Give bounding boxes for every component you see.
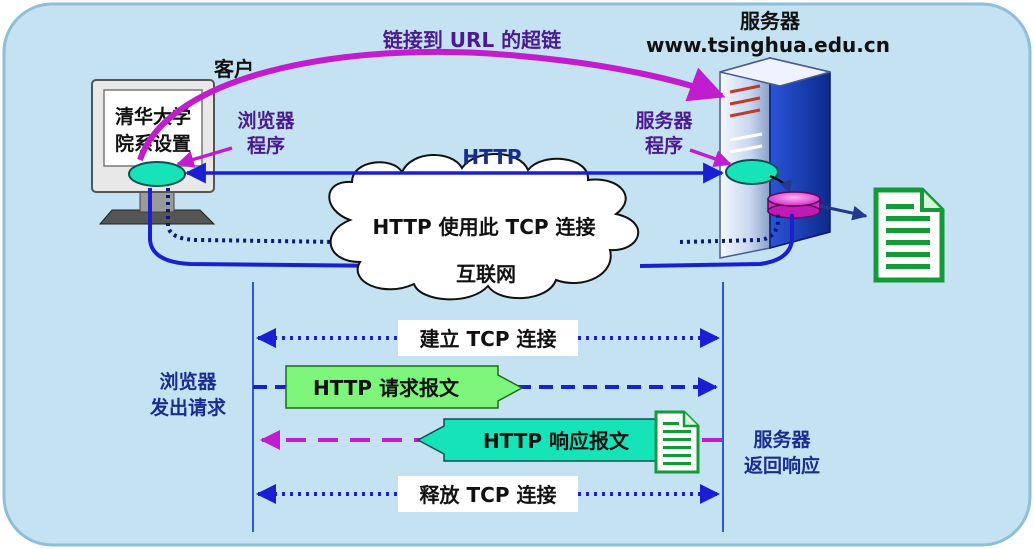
http-label: HTTP bbox=[462, 145, 521, 169]
disk-icon bbox=[767, 191, 821, 219]
release-tcp-label: 释放 TCP 连接 bbox=[420, 483, 557, 507]
disk-to-document-arrow bbox=[819, 204, 868, 221]
hyperlink-arrow bbox=[137, 48, 726, 161]
http-response-label: HTTP 响应报文 bbox=[483, 429, 630, 453]
tcp-connection-line-right bbox=[679, 212, 780, 244]
release-tcp-box bbox=[398, 476, 578, 512]
server-tower-icon bbox=[719, 57, 831, 259]
screen-title-line2: 院系设置 bbox=[115, 132, 191, 155]
server-title: 服务器 bbox=[740, 9, 801, 33]
hyperlink-label: 链接到 URL 的超链 bbox=[383, 28, 562, 52]
server-program-line1: 服务器 bbox=[635, 109, 693, 132]
server-returns-line1: 服务器 bbox=[753, 428, 811, 451]
establish-tcp-label: 建立 TCP 连接 bbox=[420, 327, 557, 351]
server-program-pointer bbox=[689, 148, 732, 168]
internet-label: 互联网 bbox=[456, 262, 516, 286]
http-request-message bbox=[285, 365, 524, 409]
browser-sends-line1: 浏览器 bbox=[159, 370, 217, 393]
browser-program-pointer bbox=[176, 146, 233, 168]
browser-sends-line2: 发出请求 bbox=[149, 396, 227, 419]
server-url: www.tsinghua.edu.cn bbox=[646, 33, 890, 57]
process-to-disk-arrow bbox=[769, 174, 792, 194]
document-icon bbox=[873, 187, 945, 283]
browser-process-node bbox=[128, 161, 186, 187]
server-returns-line2: 返回响应 bbox=[744, 454, 820, 477]
http-request-label: HTTP 请求报文 bbox=[313, 376, 460, 400]
browser-program-line1: 浏览器 bbox=[237, 109, 295, 132]
internet-connection-line-right bbox=[639, 214, 794, 268]
browser-program-line2: 程序 bbox=[247, 134, 285, 157]
screen-title-line1: 清华大学 bbox=[115, 105, 191, 128]
http-uses-tcp-label: HTTP 使用此 TCP 连接 bbox=[372, 215, 595, 239]
client-label: 客户 bbox=[213, 57, 254, 81]
establish-tcp-box bbox=[398, 320, 578, 356]
response-document-icon bbox=[654, 410, 700, 474]
server-process-node bbox=[725, 159, 779, 185]
server-program-line2: 程序 bbox=[645, 134, 683, 157]
internet-connection-line bbox=[148, 188, 391, 268]
